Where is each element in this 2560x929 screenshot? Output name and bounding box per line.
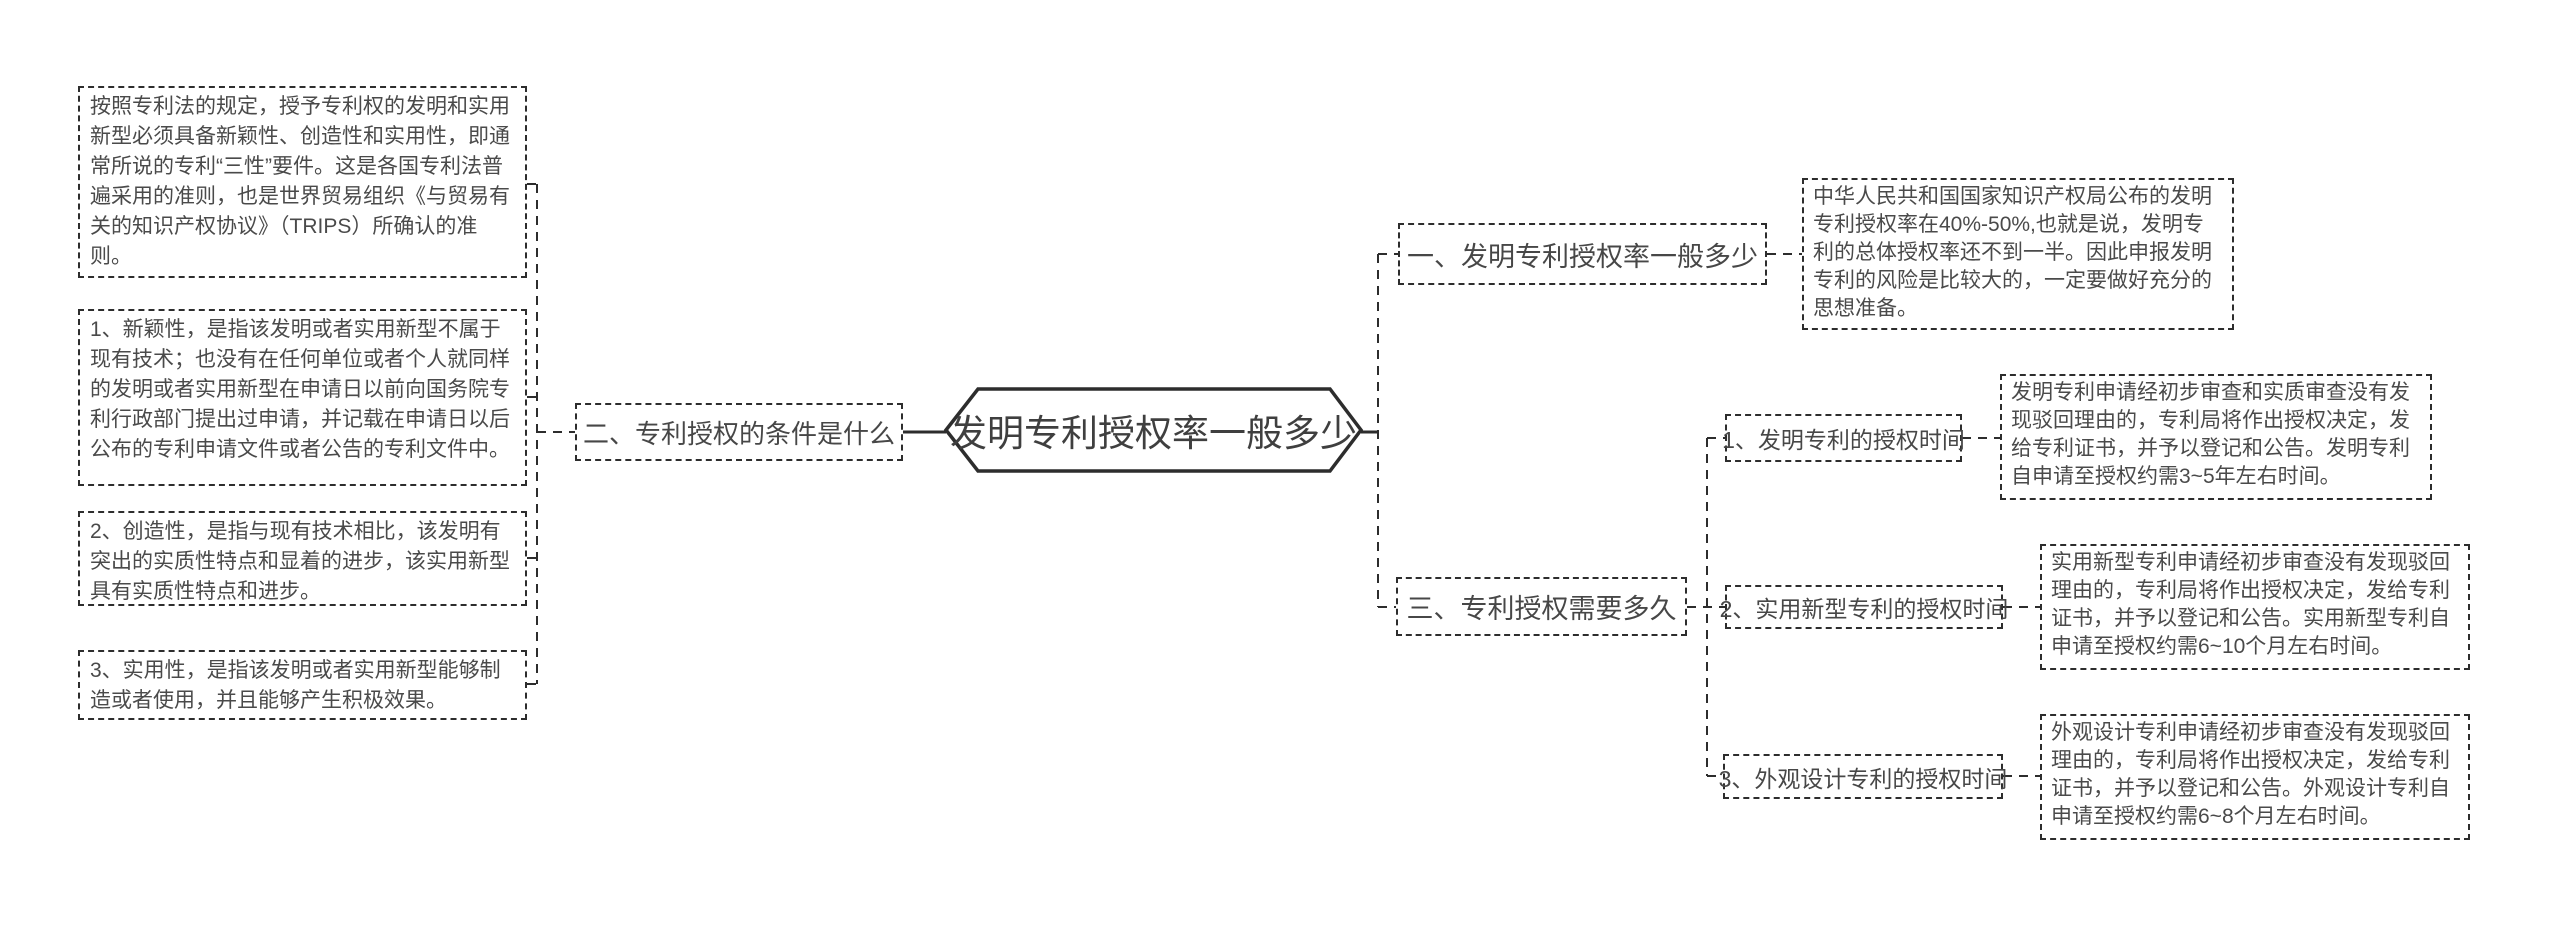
note-creativity[interactable]: 2、创造性，是指与现有技术相比，该发明有突出的实质性特点和显着的进步，该实用新型…	[78, 511, 527, 606]
note-utility[interactable]: 3、实用性，是指该发明或者实用新型能够制造或者使用，并且能够产生积极效果。	[78, 650, 527, 720]
topic-duration[interactable]: 三、专利授权需要多久	[1396, 577, 1687, 636]
note-invention-time[interactable]: 发明专利申请经初步审查和实质审查没有发现驳回理由的，专利局将作出授权决定，发给专…	[2000, 374, 2432, 500]
note-design-time[interactable]: 外观设计专利申请经初步审查没有发现驳回理由的，专利局将作出授权决定，发给专利证书…	[2040, 714, 2470, 840]
central-topic-title[interactable]: 发明专利授权率一般多少	[950, 413, 1357, 454]
note-patent-law[interactable]: 按照专利法的规定，授予专利权的发明和实用新型必须具备新颖性、创造性和实用性，即通…	[78, 86, 527, 278]
subtopic-utility-model-time[interactable]: 2、实用新型专利的授权时间	[1720, 585, 2008, 629]
topic-grant-rate[interactable]: 一、发明专利授权率一般多少	[1398, 223, 1767, 285]
subtopic-invention-time[interactable]: 1、发明专利的授权时间	[1722, 414, 1965, 462]
note-utility-model-time[interactable]: 实用新型专利申请经初步审查没有发现驳回理由的，专利局将作出授权决定，发给专利证书…	[2040, 544, 2470, 670]
central-topic-hexagon[interactable]	[943, 387, 1364, 473]
note-grant-rate[interactable]: 中华人民共和国国家知识产权局公布的发明专利授权率在40%-50%,也就是说，发明…	[1802, 178, 2234, 330]
topic-conditions[interactable]: 二、专利授权的条件是什么	[575, 403, 903, 461]
note-novelty[interactable]: 1、新颖性，是指该发明或者实用新型不属于现有技术；也没有在任何单位或者个人就同样…	[78, 309, 527, 486]
subtopic-design-time[interactable]: 3、外观设计专利的授权时间	[1719, 754, 2007, 799]
